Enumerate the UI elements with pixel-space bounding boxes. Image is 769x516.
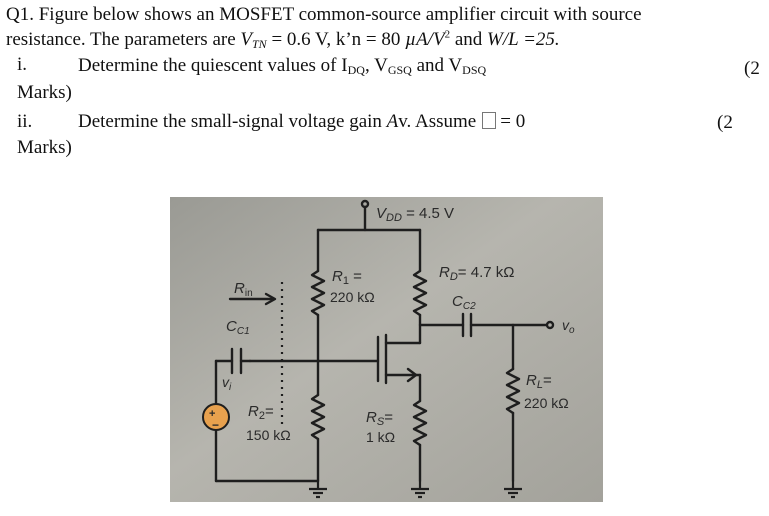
ac-source-icon	[202, 403, 230, 431]
part-i-text: Determine the quiescent values of IDQ, V…	[78, 55, 486, 77]
part-i-sub-dsq: DSQ	[462, 63, 487, 77]
part-ii-text-a: Determine the small-signal voltage gain	[78, 111, 387, 132]
part-ii-av: A	[386, 111, 399, 132]
rl-resistor	[505, 367, 521, 415]
rs-resistor	[412, 399, 428, 447]
rl-label: RL=	[526, 372, 552, 391]
question-line-1: Q1. Figure below shows an MOSFET common-…	[6, 4, 642, 26]
rs-label: RS=	[366, 409, 393, 428]
rs-value: 1 kΩ	[366, 429, 395, 445]
r2-resistor	[310, 393, 326, 441]
question-line-2: resistance. The parameters are VTN = 0.6…	[6, 29, 560, 51]
r2-value: 150 kΩ	[246, 427, 291, 443]
wl-ratio: W/L	[487, 29, 519, 50]
circuit-figure: + − VDD = 4.5 V R1 = 220 kΩ RD= 4.7 kΩ C…	[170, 197, 603, 502]
cc2-label: CC2	[452, 293, 476, 312]
missing-glyph-box	[482, 112, 497, 129]
part-i-marks-close: Marks)	[17, 82, 72, 103]
question-intro-1: Figure below shows an MOSFET common-sour…	[38, 4, 642, 25]
part-ii-marks-open: (2	[717, 112, 733, 133]
question-intro-2: resistance. The parameters are	[6, 29, 241, 50]
ground-icons	[309, 481, 522, 499]
part-ii-text: Determine the small-signal voltage gain …	[78, 111, 525, 133]
wl-value: =25.	[518, 29, 560, 50]
vdd-label: VDD = 4.5 V	[376, 205, 454, 224]
vo-terminal	[545, 320, 555, 330]
rd-label: RD= 4.7 kΩ	[439, 264, 514, 283]
r1-label: R1 =	[332, 268, 362, 287]
r1-resistor	[310, 269, 326, 317]
source-plus: +	[209, 408, 215, 420]
part-i-text-a: Determine the quiescent values of I	[78, 55, 348, 76]
part-ii-marks-close: Marks)	[17, 137, 72, 158]
part-i-sub-gsq: GSQ	[387, 63, 412, 77]
cc1-label: CC1	[226, 318, 250, 337]
rin-label: Rin	[234, 280, 253, 299]
vo-label: vo	[562, 317, 575, 336]
question-number: Q1.	[6, 4, 34, 25]
part-i-sub-dq: DQ	[347, 63, 365, 77]
part-i-text-c: and V	[411, 55, 463, 76]
kn-unit-exponent: 2	[444, 28, 451, 41]
source-arrow	[406, 367, 418, 383]
rd-resistor	[412, 269, 428, 317]
part-i-number: i.	[17, 54, 28, 75]
vtn-value: = 0.6 V, k’n = 80	[266, 29, 406, 50]
part-ii-text-b: v. Assume	[398, 111, 477, 132]
r2-label: R2=	[248, 403, 274, 422]
r1-value: 220 kΩ	[330, 289, 375, 305]
source-minus: −	[212, 418, 219, 432]
part-ii-text-c: = 0	[500, 111, 526, 132]
part-ii-number: ii.	[17, 111, 33, 132]
and-word: and	[450, 29, 488, 50]
part-i-marks-open: (2	[744, 58, 760, 79]
vtn-symbol: V	[240, 29, 252, 50]
vi-label: vi	[222, 374, 232, 393]
rl-value: 220 kΩ	[524, 395, 569, 411]
rin-arrow-head	[264, 292, 277, 306]
part-i-text-b: , V	[364, 55, 388, 76]
kn-unit: µA/V	[405, 29, 445, 50]
vtn-subscript: TN	[252, 37, 267, 51]
